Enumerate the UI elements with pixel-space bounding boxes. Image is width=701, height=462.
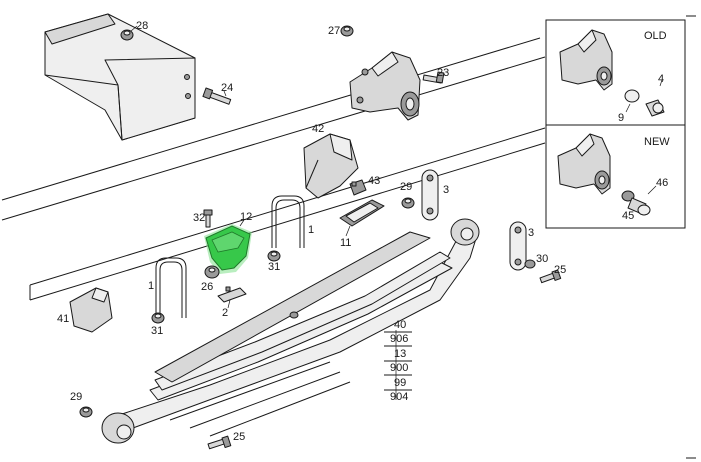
- callout-42: 42: [312, 123, 324, 135]
- inset-new-title: NEW: [644, 136, 670, 148]
- inset-callout-4: 4: [658, 73, 664, 85]
- callout-26: 26: [201, 281, 213, 293]
- corner-marks: [686, 15, 696, 459]
- callout-31b: 31: [151, 325, 163, 337]
- callout-3a: 3: [443, 184, 449, 196]
- pad-11[interactable]: 11: [339, 199, 385, 249]
- front-spring-hanger[interactable]: [349, 51, 421, 121]
- inset-old-title: OLD: [644, 30, 667, 42]
- callout-25b: 25: [233, 431, 245, 443]
- inset-callout-46: 46: [656, 177, 668, 189]
- bolt-23[interactable]: 23: [422, 67, 449, 84]
- inset-callout-9: 9: [618, 112, 624, 124]
- nut-29b[interactable]: 29: [70, 391, 93, 418]
- nut-27[interactable]: 27: [328, 25, 354, 37]
- nut-31b[interactable]: 31: [151, 312, 165, 337]
- callout-24: 24: [221, 82, 233, 94]
- nut-28[interactable]: 28: [120, 20, 148, 41]
- u-bolt-1a[interactable]: 1: [271, 195, 314, 248]
- callout-29a: 29: [400, 181, 412, 193]
- callout-2: 2: [222, 307, 228, 319]
- kit-item-4: 99: [394, 377, 406, 389]
- inset-old-new: OLD 4 9 NEW 46 45: [545, 19, 686, 229]
- callout-12: 12: [240, 211, 252, 223]
- bolt-25a[interactable]: 25: [539, 264, 566, 284]
- shackle-plate-3b[interactable]: 3: [509, 221, 534, 271]
- callout-29b: 29: [70, 391, 82, 403]
- callout-32: 32: [193, 212, 205, 224]
- callout-41: 41: [57, 313, 69, 325]
- chassis-frame-rail: [1, 13, 546, 301]
- callout-30: 30: [536, 253, 548, 265]
- bracket-41[interactable]: 41: [57, 287, 113, 333]
- kit-item-0: 40: [394, 319, 406, 331]
- nut-29a[interactable]: 29: [400, 181, 415, 209]
- inset-new-panel[interactable]: NEW 46 45: [557, 133, 670, 222]
- kit-item-2: 13: [394, 348, 406, 360]
- u-bolt-1b[interactable]: 1: [148, 257, 187, 318]
- inset-old-panel[interactable]: OLD 4 9: [559, 29, 667, 124]
- clip-2[interactable]: 2: [217, 286, 247, 319]
- callout-1a: 1: [308, 224, 314, 236]
- callout-31a: 31: [268, 261, 280, 273]
- callout-11: 11: [340, 237, 351, 249]
- bolt-32[interactable]: 32: [193, 209, 213, 228]
- callout-43: 43: [368, 175, 380, 187]
- kit-item-3: 900: [390, 362, 408, 374]
- bolt-24[interactable]: 24: [202, 82, 233, 105]
- callout-25a: 25: [554, 264, 566, 276]
- callout-1b: 1: [148, 280, 154, 292]
- callout-28: 28: [136, 20, 148, 32]
- callout-23: 23: [437, 67, 449, 79]
- nut-30[interactable]: 30: [524, 253, 548, 269]
- bolt-25b[interactable]: 25: [207, 431, 245, 450]
- kit-item-1: 906: [390, 333, 408, 345]
- kit-number-list: 40 906 13 900 99 904: [384, 319, 412, 403]
- bump-stop-43[interactable]: 43: [349, 175, 380, 196]
- highlighted-bracket-12[interactable]: 12: [204, 211, 252, 274]
- bracket-42[interactable]: 42: [303, 123, 359, 199]
- callout-27: 27: [328, 25, 340, 37]
- kit-item-5: 904: [390, 391, 408, 403]
- callout-3b: 3: [528, 227, 534, 239]
- nut-31a[interactable]: 31: [267, 250, 281, 273]
- leaf-spring[interactable]: [101, 218, 480, 444]
- shackle-plate-3a[interactable]: 3: [421, 169, 449, 221]
- nut-26[interactable]: 26: [201, 265, 220, 293]
- inset-callout-45: 45: [622, 210, 634, 222]
